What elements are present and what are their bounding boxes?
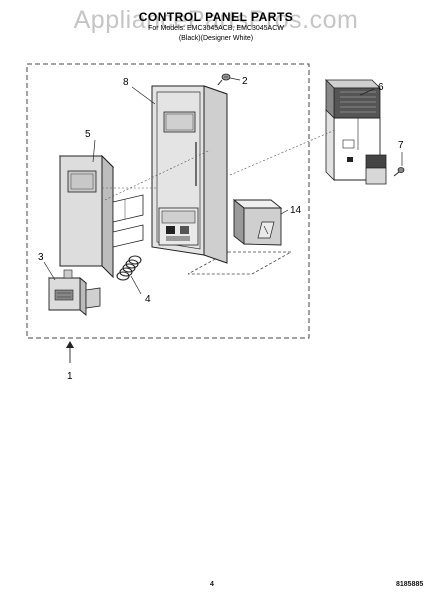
assembly-boundary bbox=[26, 63, 310, 339]
callout-1: 1 bbox=[67, 371, 73, 382]
callout-14: 14 bbox=[290, 205, 302, 216]
callout-6: 6 bbox=[378, 82, 384, 93]
projection-lines bbox=[102, 129, 336, 201]
callout-4: 4 bbox=[145, 294, 151, 305]
color-line: (Black)(Designer White) bbox=[178, 35, 254, 42]
watermark-text: AppliancePartsPros.com bbox=[73, 6, 359, 34]
ground-plane bbox=[187, 251, 293, 275]
callout-5: 5 bbox=[85, 129, 91, 140]
assembly-arrow bbox=[66, 341, 74, 363]
control-panel-frame bbox=[151, 85, 228, 264]
callout-3: 3 bbox=[38, 252, 44, 263]
leader-lines bbox=[43, 77, 403, 295]
membrane-keypad bbox=[58, 154, 115, 279]
circuit-board bbox=[325, 79, 387, 185]
screw-7 bbox=[393, 167, 405, 177]
callout-8: 8 bbox=[123, 77, 129, 88]
document-code: 8185885 bbox=[396, 581, 424, 588]
page-title: CONTROL PANEL PARTS bbox=[138, 10, 294, 24]
model-line: For Models: EMC3045ACB, EMC3045ACW bbox=[148, 25, 284, 32]
mounting-bracket bbox=[232, 199, 283, 246]
screw-2 bbox=[217, 73, 231, 86]
spring bbox=[116, 255, 142, 281]
page-number: 4 bbox=[210, 581, 214, 588]
door-release-button bbox=[47, 269, 101, 316]
display-window bbox=[163, 111, 196, 133]
callout-7: 7 bbox=[398, 140, 404, 151]
keypad-window bbox=[67, 170, 97, 193]
callout-2: 2 bbox=[242, 76, 248, 87]
ribbon-cable bbox=[112, 194, 144, 248]
